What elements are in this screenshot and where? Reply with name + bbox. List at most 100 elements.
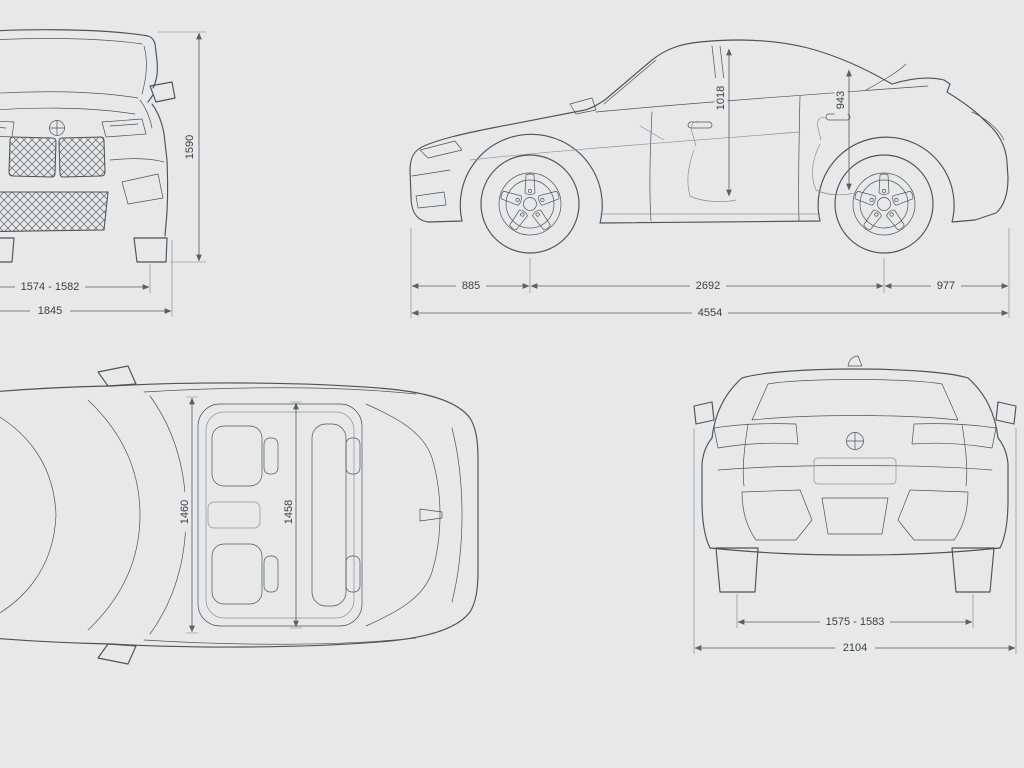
dim-width-mirrors: 2104 (693, 428, 1017, 655)
dim-overall-height: 1590 (158, 31, 206, 263)
roof-panel (197, 403, 363, 627)
label-background (714, 78, 728, 118)
windshield-top-line (0, 38, 143, 45)
label-background (456, 279, 486, 293)
rear-body-left (701, 377, 743, 549)
top-view-drawing: 1460 1458 (0, 365, 479, 665)
taillight-left (713, 423, 799, 449)
front-roof-outline (0, 29, 158, 89)
rear-window (751, 379, 959, 421)
license-plate-recess (813, 457, 897, 485)
front-track-label: 1574 - 1582 (21, 281, 80, 293)
rear-wheel (834, 154, 934, 254)
dim-overall-width: 1845 (0, 240, 173, 318)
label-background (835, 641, 875, 655)
front-body-side (151, 103, 169, 237)
center-console (207, 501, 261, 529)
rear-wheel-left (715, 547, 759, 593)
front-wheel-right (133, 237, 168, 263)
dim-front-track: 1574 - 1582 (0, 264, 151, 294)
antenna-fin (419, 508, 443, 522)
side-body-outline (409, 39, 1009, 224)
front-overhang-label: 885 (462, 280, 480, 292)
a-pillar-right (141, 45, 147, 95)
rear-overhang-label: 977 (937, 280, 955, 292)
mirror-right-rear (995, 401, 1017, 425)
front-wheel (480, 154, 580, 254)
c-pillar-line (865, 63, 907, 91)
label-background (15, 280, 85, 294)
beltline (595, 85, 929, 113)
rear-door-seam (798, 95, 801, 222)
rear-interior-width-label: 1458 (283, 500, 295, 524)
tailgate-creases (742, 423, 968, 487)
label-background (834, 83, 848, 117)
brand-roundel-icon (49, 120, 65, 136)
dim-rear-track: 1575 - 1583 (736, 594, 974, 629)
side-view-drawing: 1018 943 885 2692 977 4554 (409, 39, 1010, 320)
headlight-right (101, 118, 147, 138)
kidney-grille-right (58, 136, 106, 178)
fender-line (139, 99, 153, 129)
taillight-profile (971, 111, 1005, 141)
sunroof-inner (205, 411, 355, 619)
overall-height-label: 1590 (184, 135, 196, 159)
lower-air-intake-mesh (0, 191, 109, 232)
side-mirror (569, 97, 597, 115)
top-body-outline (0, 382, 479, 648)
bumper-contour (109, 158, 165, 163)
label-background (931, 279, 961, 293)
character-line (469, 131, 801, 161)
front-interior-width-label: 1460 (179, 500, 191, 524)
headlight-profile (419, 140, 463, 159)
kidney-grille-left (8, 136, 57, 178)
dim-front-headroom: 1018 (714, 48, 732, 197)
front-wheel-left (0, 237, 15, 263)
label-background (178, 492, 192, 532)
dim-rear-interior-width: 1458 (282, 401, 302, 629)
antenna-fin-rear (847, 355, 863, 367)
front-view-drawing: 1590 1574 - 1582 1845 (0, 29, 206, 318)
hood-crease (0, 107, 136, 115)
rear-roof-line (741, 368, 969, 379)
width-including-mirrors-label: 2104 (843, 642, 867, 654)
side-mirror-right (147, 81, 176, 103)
front-seats-top (211, 425, 279, 605)
front-door-seam (649, 111, 653, 222)
interior-seats-profile (639, 117, 859, 202)
rear-diffuser (741, 489, 969, 541)
overall-width-label: 1845 (38, 305, 62, 317)
rear-window-arc (365, 403, 441, 627)
taillight-right (911, 423, 997, 449)
dim-rear-headroom: 943 (834, 69, 852, 191)
rear-view-drawing: 1575 - 1583 2104 (693, 355, 1017, 655)
brand-roundel-rear-icon (846, 432, 864, 450)
label-background (30, 304, 70, 318)
mirror-left-rear (693, 401, 715, 425)
mirror-top (97, 365, 137, 387)
headlight-left (0, 120, 15, 138)
front-headroom-label: 1018 (715, 86, 727, 110)
rear-seats-top (311, 423, 361, 607)
rear-track-label: 1575 - 1583 (826, 616, 885, 628)
rear-body-right (967, 377, 1009, 549)
bumper-bottom (709, 547, 1001, 556)
label-background (820, 615, 890, 629)
hood-seam (0, 416, 57, 614)
windshield-base-line (0, 91, 139, 99)
a-pillar-line (603, 59, 657, 105)
air-curtain-right (121, 173, 164, 205)
overall-length-label: 4554 (698, 307, 722, 319)
bumper-top-line (717, 465, 993, 471)
beltline-top-view (143, 387, 417, 645)
label-background (690, 279, 726, 293)
liftgate-line (451, 427, 463, 603)
windshield-base-arc (87, 399, 141, 631)
label-background (183, 127, 197, 167)
wheelbase-label: 2692 (696, 280, 720, 292)
rear-headroom-label: 943 (835, 91, 847, 109)
rear-wheel-right (951, 547, 995, 593)
dim-front-interior-width: 1460 (178, 396, 198, 634)
